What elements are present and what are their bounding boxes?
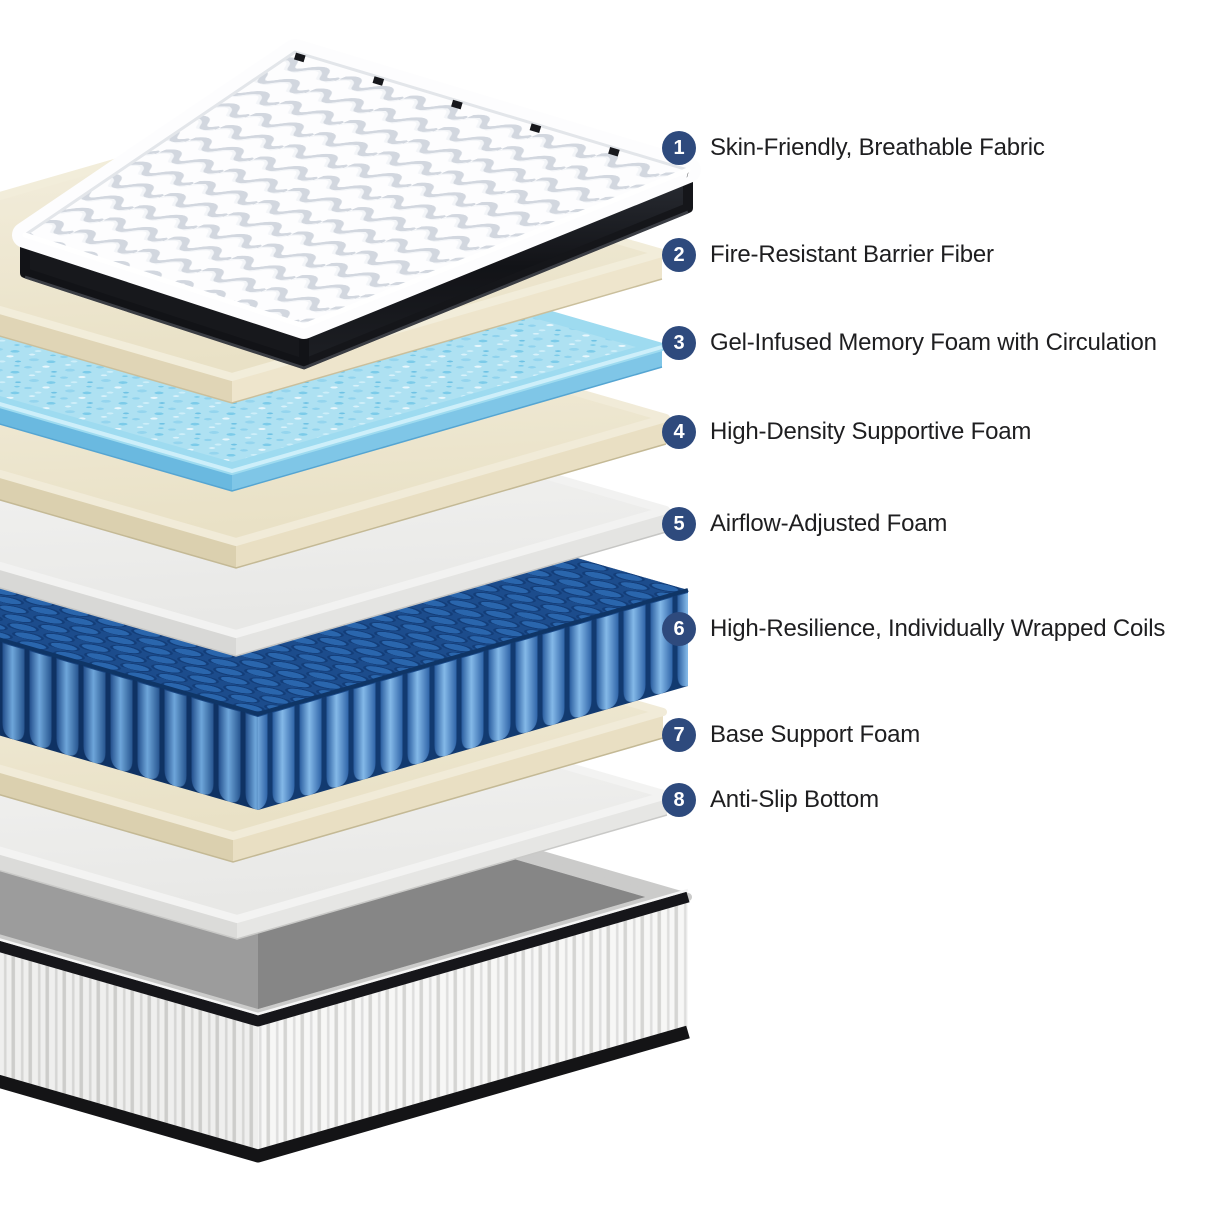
callout-6: 6 High-Resilience, Individually Wrapped … (662, 609, 1165, 649)
callout-7-badge: 7 (662, 718, 696, 752)
callout-3-badge: 3 (662, 326, 696, 360)
callout-1-label: Skin-Friendly, Breathable Fabric (710, 134, 1045, 161)
callout-7-label: Base Support Foam (710, 721, 921, 748)
callout-1-badge: 1 (662, 131, 696, 165)
callout-5-badge: 5 (662, 507, 696, 541)
callout-8: 8 Anti-Slip Bottom (662, 780, 879, 820)
callout-8-label: Anti-Slip Bottom (710, 786, 879, 813)
callout-6-badge: 6 (662, 612, 696, 646)
callout-8-badge: 8 (662, 783, 696, 817)
callout-4-badge: 4 (662, 415, 696, 449)
callout-5-label: Airflow-Adjusted Foam (710, 510, 948, 537)
callout-7: 7 Base Support Foam (662, 715, 920, 755)
callout-5: 5 Airflow-Adjusted Foam (662, 504, 947, 544)
callout-2-label: Fire-Resistant Barrier Fiber (710, 241, 994, 268)
callout-4-label: High-Density Supportive Foam (710, 418, 1032, 445)
callout-2: 2 Fire-Resistant Barrier Fiber (662, 235, 994, 275)
layer-1-quilted-fabric-top (12, 39, 701, 370)
callout-1: 1 Skin-Friendly, Breathable Fabric (662, 128, 1045, 168)
callout-2-badge: 2 (662, 238, 696, 272)
callout-4: 4 High-Density Supportive Foam (662, 412, 1031, 452)
callout-3: 3 Gel-Infused Memory Foam with Circulati… (662, 323, 1157, 363)
callout-6-label: High-Resilience, Individually Wrapped Co… (710, 615, 1166, 642)
callout-3-label: Gel-Infused Memory Foam with Circulation (710, 329, 1157, 356)
